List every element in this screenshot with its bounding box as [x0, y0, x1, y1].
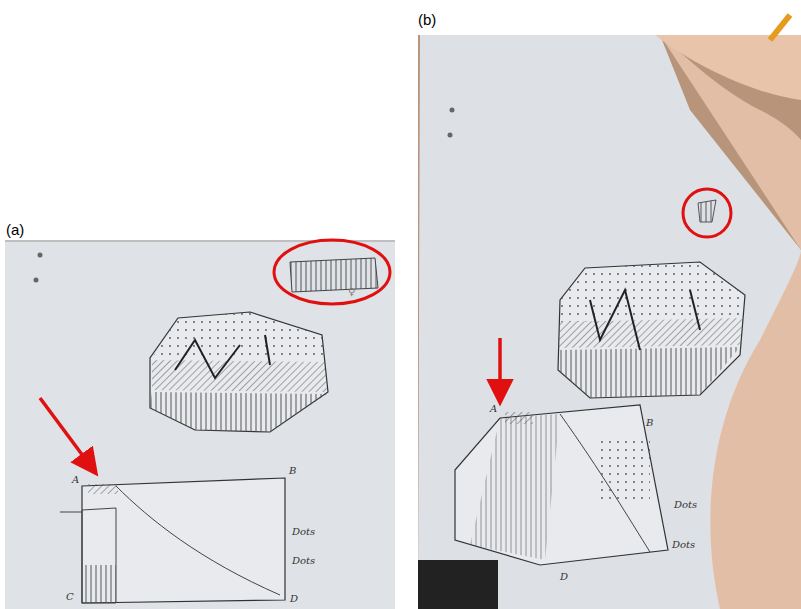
pencil-note: Dots: [292, 527, 315, 537]
corner-letter: D: [560, 572, 568, 582]
pencil-note: Dots: [672, 540, 695, 550]
panel-label: (b): [418, 12, 436, 27]
corner-letter: B: [289, 466, 296, 476]
svg-text:♀: ♀: [348, 286, 355, 297]
pencil-note: Dots: [674, 500, 697, 510]
corner-letter: B: [646, 418, 653, 428]
corner-letter: D: [290, 594, 298, 604]
corner-letter: C: [66, 592, 74, 602]
pencil-note: Dots: [292, 556, 315, 566]
panel-label: (a): [6, 222, 24, 237]
corner-letter: A: [72, 475, 79, 485]
corner-letter: A: [490, 404, 497, 414]
